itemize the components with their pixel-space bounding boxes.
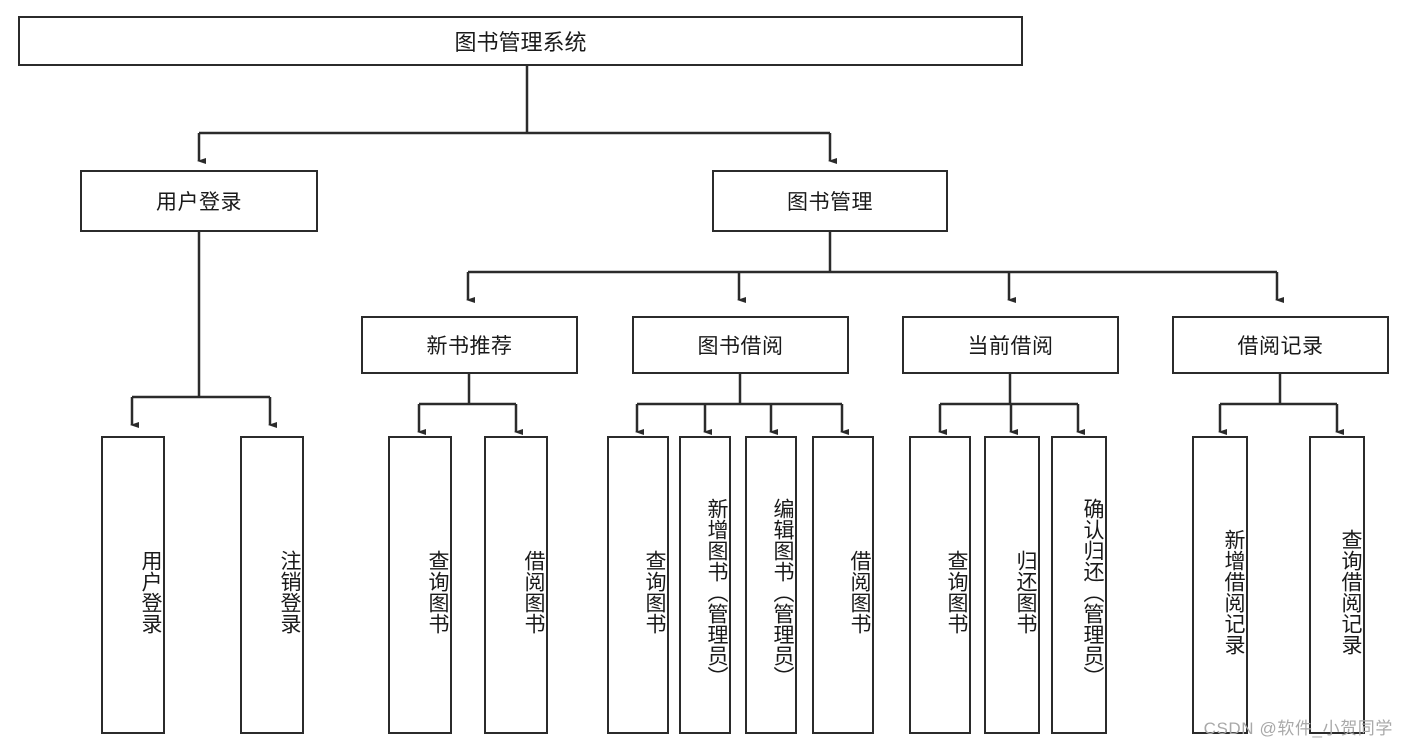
node-borrow-record[interactable]: 借阅记录 (1172, 316, 1389, 374)
leaf-node-add-book-admin[interactable]: 新增图书（管理员） (679, 436, 731, 734)
node-label: 图书管理系统 (454, 30, 587, 55)
node-label: 确认归还（管理员） (1081, 497, 1104, 687)
node-new-book-recommendation[interactable]: 新书推荐 (361, 316, 578, 374)
leaf-node-logout[interactable]: 注销登录 (240, 436, 304, 734)
leaf-node-confirm-return-admin[interactable]: 确认归还（管理员） (1051, 436, 1107, 734)
node-label: 注销登录 (278, 550, 301, 634)
node-label: 用户登录 (156, 191, 242, 214)
node-book-management[interactable]: 图书管理 (712, 170, 948, 232)
node-root-book-management-system[interactable]: 图书管理系统 (18, 16, 1023, 66)
node-label: 查询图书 (426, 550, 449, 634)
node-label: 借阅图书 (522, 550, 545, 634)
node-label: 借阅图书 (848, 550, 871, 634)
node-label: 归还图书 (1014, 550, 1037, 634)
node-label: 新增借阅记录 (1222, 529, 1245, 655)
leaf-node-borrow-book[interactable]: 借阅图书 (812, 436, 874, 734)
node-user-login[interactable]: 用户登录 (80, 170, 318, 232)
node-label: 当前借阅 (967, 335, 1054, 358)
leaf-node-edit-book-admin[interactable]: 编辑图书（管理员） (745, 436, 797, 734)
node-label: 查询图书 (945, 550, 968, 634)
node-current-borrow[interactable]: 当前借阅 (902, 316, 1119, 374)
node-label: 新增图书（管理员） (705, 497, 728, 687)
node-label: 图书借阅 (697, 335, 784, 358)
leaf-node-query-book-borrow[interactable]: 查询图书 (607, 436, 669, 734)
node-label: 用户登录 (139, 550, 162, 634)
leaf-node-query-borrow-record[interactable]: 查询借阅记录 (1309, 436, 1365, 734)
csdn-watermark: CSDN @软件_小贺同学 (1203, 719, 1393, 738)
node-label: 查询借阅记录 (1339, 529, 1362, 655)
leaf-node-add-borrow-record[interactable]: 新增借阅记录 (1192, 436, 1248, 734)
node-label: 新书推荐 (426, 335, 513, 358)
leaf-node-user-login[interactable]: 用户登录 (101, 436, 165, 734)
leaf-node-query-book-recommendation[interactable]: 查询图书 (388, 436, 452, 734)
leaf-node-return-book[interactable]: 归还图书 (984, 436, 1040, 734)
node-label: 借阅记录 (1237, 335, 1324, 358)
leaf-node-query-book-current[interactable]: 查询图书 (909, 436, 971, 734)
node-label: 图书管理 (787, 191, 873, 214)
leaf-node-borrow-book-recommendation[interactable]: 借阅图书 (484, 436, 548, 734)
node-book-borrow[interactable]: 图书借阅 (632, 316, 849, 374)
node-label: 编辑图书（管理员） (771, 497, 794, 687)
node-label: 查询图书 (643, 550, 666, 634)
